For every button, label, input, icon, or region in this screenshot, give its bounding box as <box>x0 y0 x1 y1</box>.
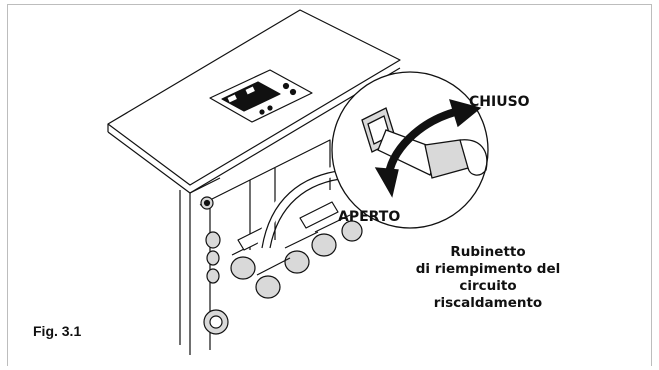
description-line: Rubinetto <box>450 244 526 260</box>
valve-inset <box>331 71 489 229</box>
control-panel <box>209 69 313 123</box>
valve-description: Rubinetto di riempimento del circuito ri… <box>393 244 583 312</box>
pipe-fittings <box>205 201 363 299</box>
description-line: riscaldamento <box>433 295 543 311</box>
description-line: di riempimento del circuito <box>415 261 561 294</box>
figure-frame <box>7 4 652 366</box>
figure-caption: Fig. 3.1 <box>33 323 82 339</box>
open-label: APERTO <box>338 209 401 225</box>
closed-label: CHIUSO <box>469 94 530 110</box>
